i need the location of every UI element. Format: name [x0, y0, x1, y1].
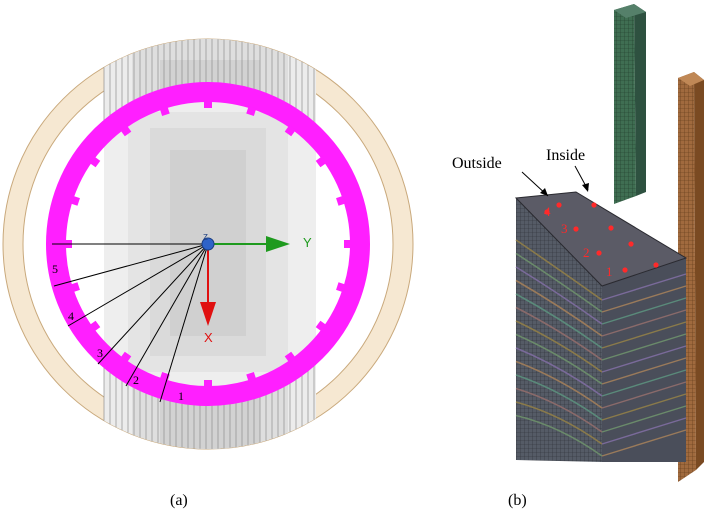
radial-lines [52, 243, 209, 403]
x-axis-arrow [200, 302, 216, 326]
ring-tooth [336, 195, 347, 206]
ring-teeth [64, 100, 352, 388]
panel-a: 5 4 3 2 1 Y X Z (a) [2, 38, 414, 509]
block-layer-stripe [601, 369, 687, 397]
ring-tooth [284, 351, 296, 363]
point-label-3: 3 [561, 221, 568, 236]
ring-tooth [69, 195, 80, 206]
z-axis-label: Z [203, 233, 208, 242]
caption-b: (b) [508, 492, 527, 509]
block-layer-stripe [601, 273, 687, 301]
block-layer-stripe [515, 333, 603, 385]
block-layer-stripe [515, 252, 603, 313]
measurement-points [544, 202, 659, 273]
block-layer-stripe [601, 405, 687, 433]
radial-label-2: 2 [133, 373, 139, 387]
x-axis-label: X [204, 330, 213, 345]
block-layer-stripe [601, 285, 687, 313]
block-layer-stripe [601, 429, 687, 457]
block-layer-stripe [515, 374, 603, 421]
block-layer-stripe [601, 333, 687, 361]
block-layer-stripe [601, 417, 687, 445]
radial-label-1: 1 [178, 389, 184, 403]
radial-label-4: 4 [68, 309, 74, 323]
block-layer-stripe [601, 345, 687, 373]
ring-tooth [315, 320, 327, 332]
block-layers [515, 239, 687, 457]
block-layer-stripe [601, 393, 687, 421]
point-label-1: 1 [606, 264, 613, 279]
ring-tooth [344, 240, 352, 248]
block-layer-stripe [515, 266, 603, 325]
block-layer-stripe [515, 360, 603, 409]
block-top-face [514, 191, 688, 287]
ring-tooth [246, 105, 257, 116]
block-layer-stripe [515, 387, 603, 433]
point-label-2: 2 [583, 245, 590, 260]
y-axis-label: Y [303, 235, 312, 250]
point-label-4: 4 [544, 204, 551, 219]
green-column [614, 4, 646, 204]
block-layer-stripe [515, 401, 603, 445]
block-layer-stripe [515, 279, 603, 337]
label-inside: Inside [546, 147, 585, 164]
ring-tooth [120, 351, 132, 363]
ring-tooth [89, 156, 101, 168]
block-layer-stripe [601, 381, 687, 409]
ring-tooth [336, 282, 347, 293]
laminated-block [514, 191, 688, 462]
axis-triad: Y X Z [200, 233, 312, 345]
origin-marker [201, 237, 215, 251]
block-layer-stripe [601, 309, 687, 337]
block-layer-stripe [515, 293, 603, 349]
ring-tooth [120, 125, 132, 137]
ring-tooth [204, 100, 212, 108]
block-layer-stripe [515, 414, 603, 457]
block-side-face [602, 258, 686, 462]
ring-tooth [315, 156, 327, 168]
block-layer-stripe [515, 306, 603, 361]
caption-a: (a) [170, 492, 188, 509]
panel-b: 4 3 2 1 Outside Inside (b) [452, 4, 704, 509]
ring-tooth [69, 282, 80, 293]
block-layer-stripe [515, 239, 603, 301]
radial-label-3: 3 [97, 346, 103, 360]
label-outside: Outside [452, 155, 502, 172]
ring-tooth [246, 372, 257, 383]
ring-tooth [204, 380, 212, 388]
block-layer-stripe [601, 357, 687, 385]
radial-label-5: 5 [52, 262, 58, 276]
ring-tooth [284, 125, 296, 137]
y-axis-arrow [266, 236, 290, 252]
ring-tooth [159, 105, 170, 116]
block-layer-stripe [515, 320, 603, 373]
block-layer-stripe [601, 321, 687, 349]
block-layer-stripe [515, 347, 603, 397]
block-layer-stripe [601, 297, 687, 325]
ring-tooth [89, 320, 101, 332]
